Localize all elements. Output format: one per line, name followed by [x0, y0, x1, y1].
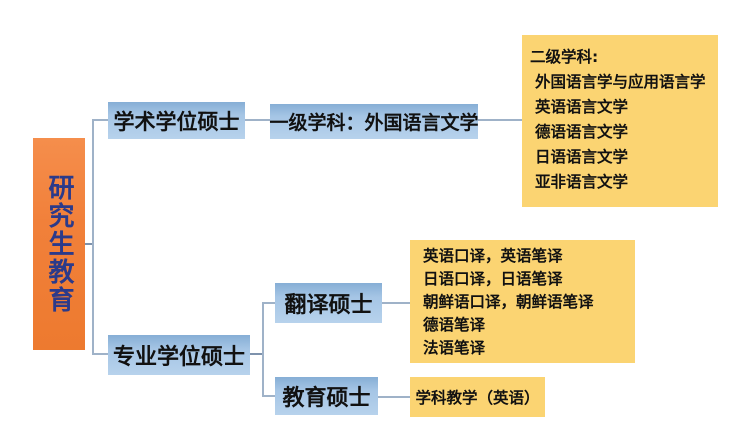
second-level-title: 二级学科:: [530, 48, 599, 66]
translation-program-item: 法语笔译: [423, 339, 486, 357]
second-level-item: 亚非语言文学: [535, 173, 629, 191]
connector-root-stub: [85, 243, 93, 245]
connector-education-to-programs: [378, 396, 410, 398]
node-first-level-label: 一级学科：外国语言文学: [269, 112, 479, 134]
root-node-label: 研究生教育: [44, 174, 74, 314]
node-education-master: 教育硕士: [275, 377, 378, 415]
node-translation-label: 翻译硕士: [284, 293, 373, 318]
connector-academic-to-first-level: [245, 119, 270, 121]
panel-education-program: 学科教学（英语）: [410, 377, 545, 417]
node-translation-master: 翻译硕士: [275, 283, 382, 323]
second-level-item: 外国语言学与应用语言学: [535, 73, 706, 91]
node-academic-label: 学术学位硕士: [113, 109, 240, 134]
connector-translation-to-programs: [382, 302, 410, 304]
second-level-item: 德语语言文学: [535, 123, 629, 141]
connector-first-level-to-second-level: [478, 119, 522, 121]
connector-to-professional: [94, 353, 108, 355]
node-professional-degree-master: 专业学位硕士: [108, 335, 250, 375]
connector-professional-vertical: [262, 302, 264, 397]
second-level-item: 日语语言文学: [535, 148, 629, 166]
panel-second-level-disciplines: 二级学科: 外国语言学与应用语言学 英语语言文学 德语语言文学 日语语言文学 亚…: [522, 35, 718, 207]
translation-program-item: 德语笔译: [423, 316, 486, 334]
node-professional-label: 专业学位硕士: [112, 345, 245, 370]
education-program-item: 学科教学（英语）: [415, 389, 540, 407]
connector-main-vertical: [92, 119, 94, 355]
translation-program-item: 英语口译，英语笔译: [423, 247, 563, 265]
translation-program-item: 日语口译，日语笔译: [423, 270, 563, 288]
connector-to-education: [264, 395, 275, 397]
connector-professional-stub: [250, 353, 262, 355]
node-education-label: 教育硕士: [282, 386, 371, 411]
connector-to-academic: [94, 119, 108, 121]
connector-to-translation: [264, 302, 275, 304]
translation-program-item: 朝鲜语口译，朝鲜语笔译: [423, 293, 594, 311]
node-first-level-discipline: 一级学科：外国语言文学: [269, 104, 479, 139]
root-node-graduate-education: 研究生教育: [33, 138, 85, 350]
node-academic-degree-master: 学术学位硕士: [108, 102, 245, 139]
panel-translation-programs: 英语口译，英语笔译 日语口译，日语笔译 朝鲜语口译，朝鲜语笔译 德语笔译 法语笔…: [410, 240, 635, 363]
second-level-item: 英语语言文学: [535, 98, 629, 116]
